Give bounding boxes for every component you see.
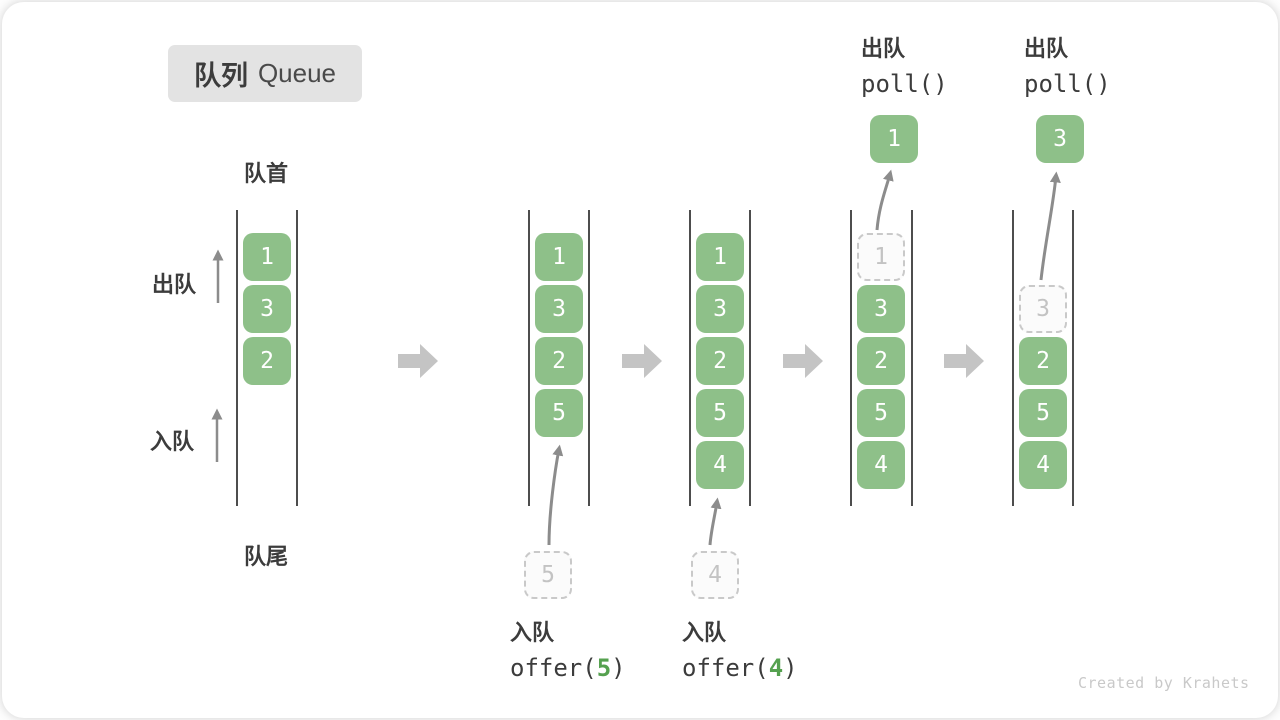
queue-item: 2 xyxy=(1019,337,1067,385)
incoming-item-ghost: 4 xyxy=(691,551,739,599)
queue-item: 3 xyxy=(535,285,583,333)
queue-wall-left-5 xyxy=(1012,210,1014,506)
queue-wall-right-5 xyxy=(1072,210,1074,506)
queue-item: 2 xyxy=(243,337,291,385)
caption-action: 出队 xyxy=(1024,36,1069,61)
queue-item: 5 xyxy=(1019,389,1067,437)
queue-wall-right-4 xyxy=(911,210,913,506)
caption-offer-5: 入队 offer(5) xyxy=(510,615,626,682)
queue-wall-left-2 xyxy=(528,210,530,506)
caption-code: poll() xyxy=(861,70,948,98)
queue-item: 1 xyxy=(243,233,291,281)
queue-item: 4 xyxy=(696,441,744,489)
queue-wall-right-1 xyxy=(296,210,298,506)
caption-code: offer(4) xyxy=(682,654,798,682)
queue-item: 4 xyxy=(857,441,905,489)
label-queue-front: 队首 xyxy=(244,161,289,186)
queue-item: 5 xyxy=(857,389,905,437)
queue-item: 1 xyxy=(535,233,583,281)
watermark: Created by Krahets xyxy=(1078,674,1250,692)
polled-item-ghost: 3 xyxy=(1019,285,1067,333)
label-queue-rear: 队尾 xyxy=(244,544,289,569)
queue-item: 3 xyxy=(696,285,744,333)
caption-action: 入队 xyxy=(510,620,555,645)
caption-poll-1: 出队 poll() xyxy=(861,31,948,98)
queue-item: 5 xyxy=(535,389,583,437)
queue-item: 2 xyxy=(535,337,583,385)
queue-wall-right-2 xyxy=(588,210,590,506)
title-en: Queue xyxy=(257,58,337,88)
polled-out-item: 1 xyxy=(870,115,918,163)
queue-item: 2 xyxy=(857,337,905,385)
queue-item: 5 xyxy=(696,389,744,437)
title-zh: 队列 xyxy=(193,61,248,91)
caption-offer-4: 入队 offer(4) xyxy=(682,615,798,682)
queue-item: 4 xyxy=(1019,441,1067,489)
label-enqueue: 入队 xyxy=(150,429,195,454)
caption-action: 入队 xyxy=(682,620,727,645)
queue-item: 1 xyxy=(696,233,744,281)
queue-item: 2 xyxy=(696,337,744,385)
queue-wall-left-4 xyxy=(850,210,852,506)
queue-wall-right-3 xyxy=(749,210,751,506)
queue-item: 3 xyxy=(857,285,905,333)
polled-out-item: 3 xyxy=(1036,115,1084,163)
caption-poll-2: 出队 poll() xyxy=(1024,31,1111,98)
polled-item-ghost: 1 xyxy=(857,233,905,281)
queue-item: 3 xyxy=(243,285,291,333)
caption-code: offer(5) xyxy=(510,654,626,682)
caption-action: 出队 xyxy=(861,36,906,61)
label-dequeue: 出队 xyxy=(152,272,197,297)
queue-wall-left-1 xyxy=(236,210,238,506)
incoming-item-ghost: 5 xyxy=(524,551,572,599)
caption-code: poll() xyxy=(1024,70,1111,98)
title-badge: 队列 Queue xyxy=(168,45,362,102)
queue-wall-left-3 xyxy=(689,210,691,506)
